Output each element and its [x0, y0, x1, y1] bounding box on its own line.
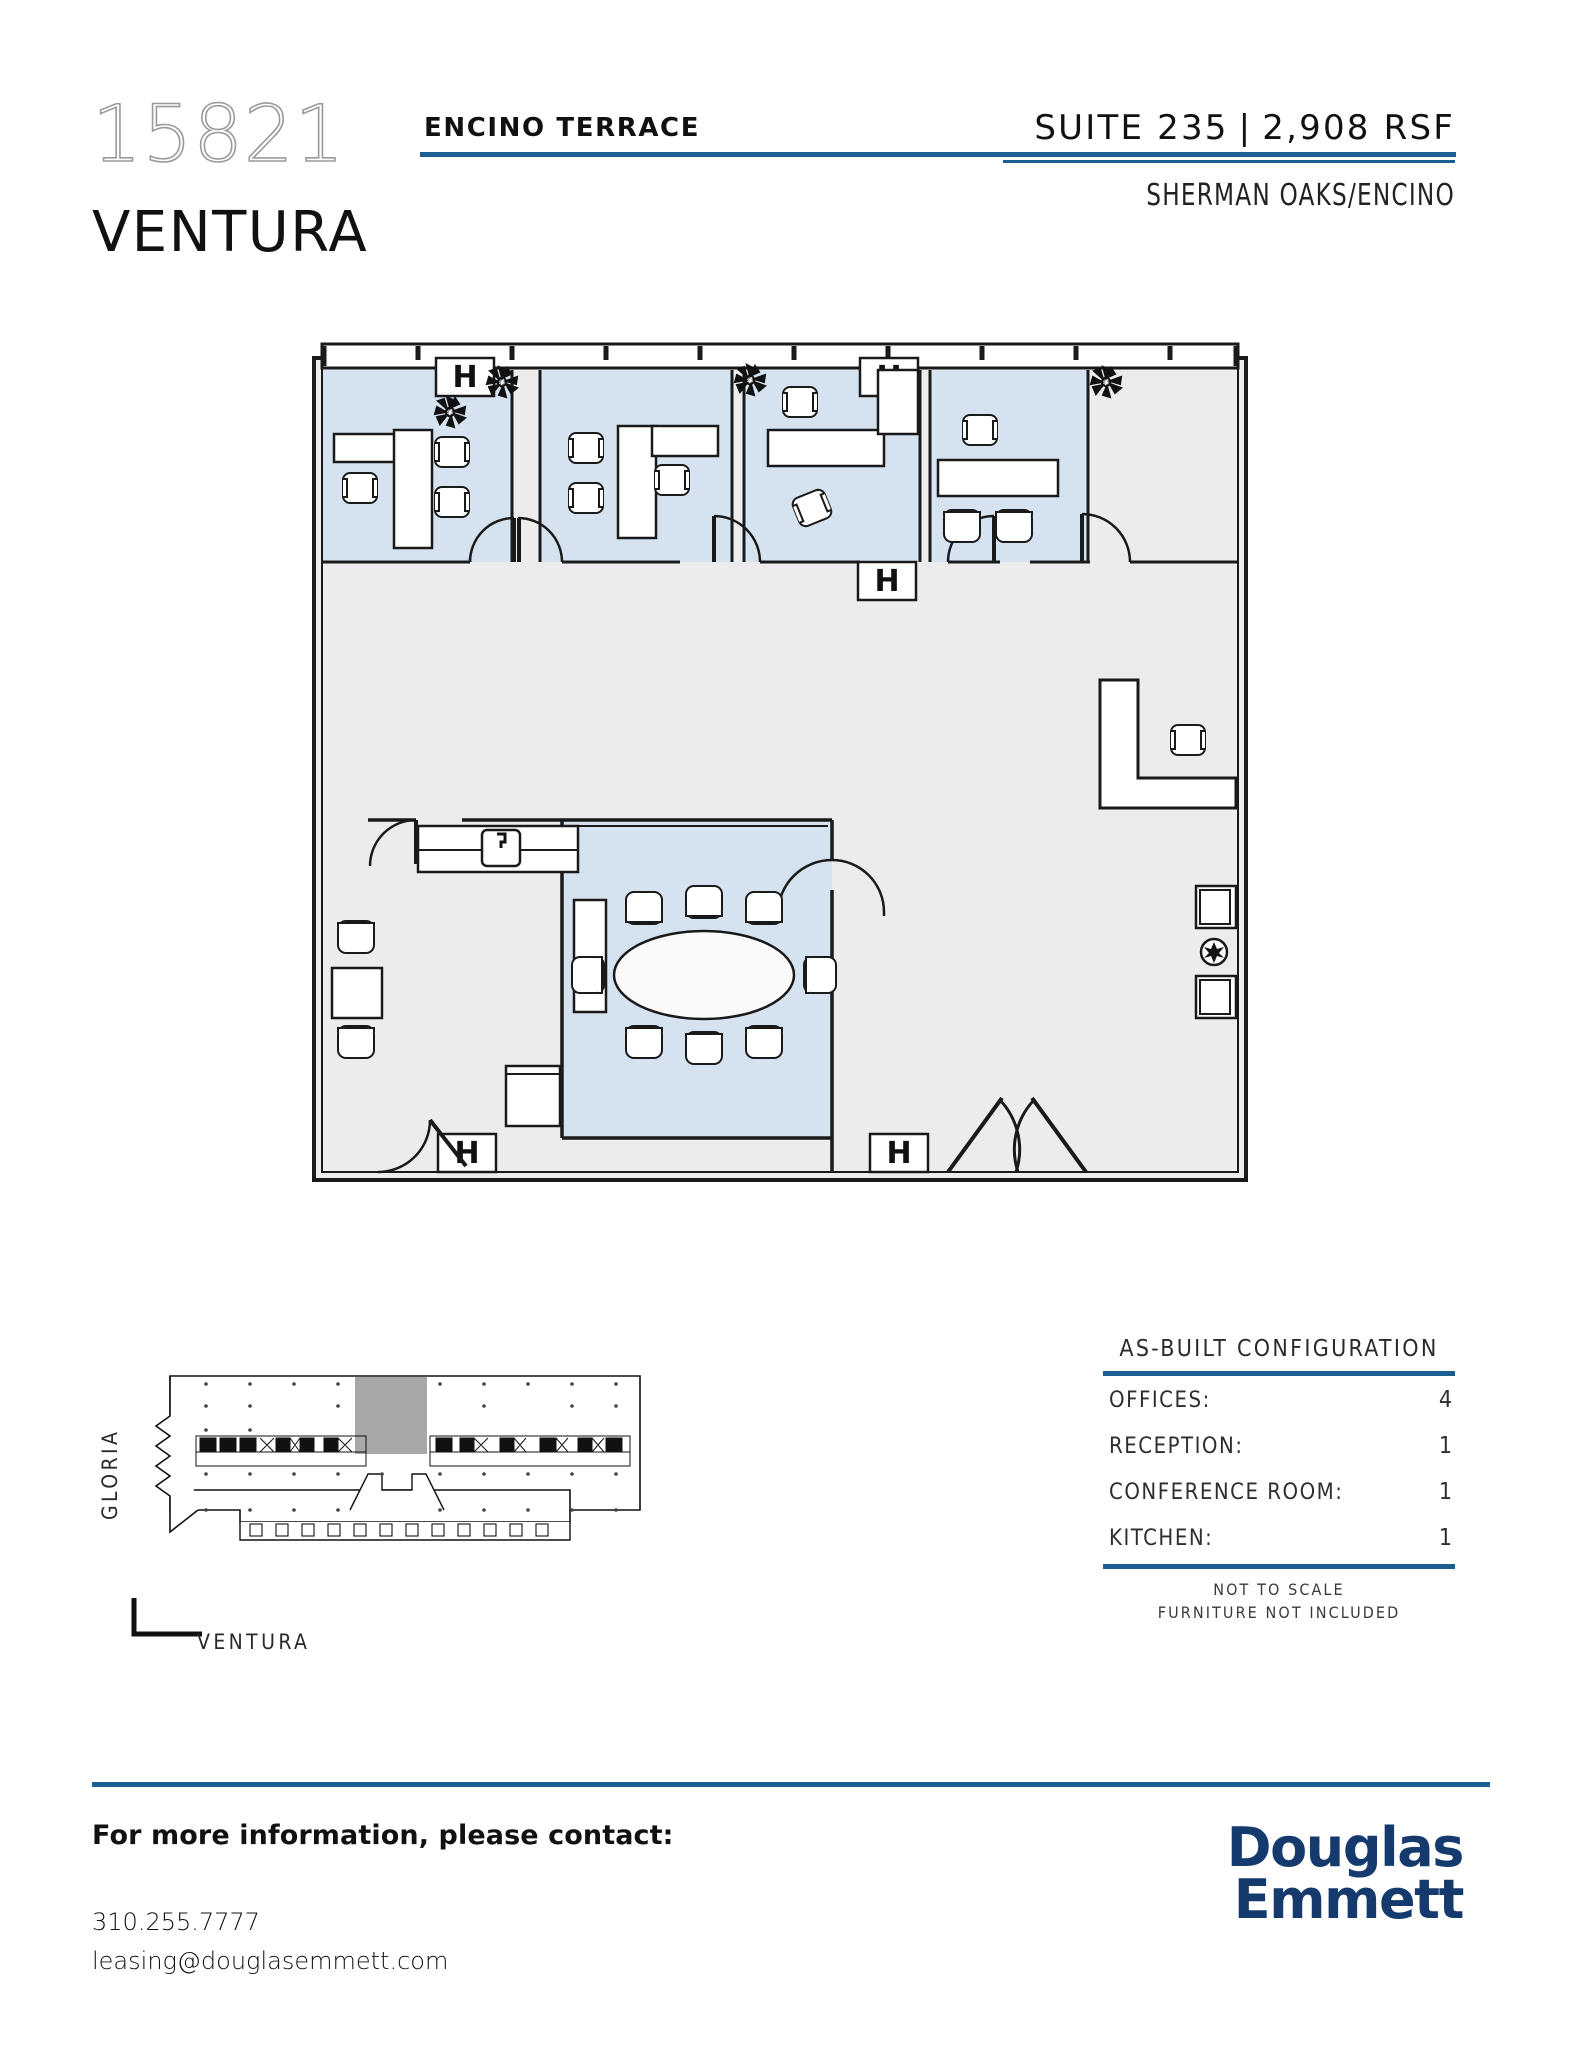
chair-icon	[1170, 724, 1206, 756]
as-built-configuration: AS-BUILT CONFIGURATION OFFICES: 4 RECEPT…	[1103, 1336, 1455, 1624]
key-plan: GLORIA VENTURA	[98, 1360, 800, 1660]
chair-icon	[685, 885, 723, 919]
keyplan-units	[195, 1435, 631, 1467]
page-header: 15821 VENTURA ENCINO TERRACE SUITE 235|2…	[0, 0, 1583, 300]
chair-icon	[745, 891, 783, 925]
svg-text:H: H	[886, 1136, 911, 1171]
config-label: RECEPTION:	[1109, 1434, 1244, 1459]
door-swings	[377, 1119, 432, 1174]
footer-rule	[92, 1782, 1490, 1787]
suite-number: SUITE 235	[1034, 108, 1229, 148]
disclaimer-furniture: FURNITURE NOT INCLUDED	[1157, 1603, 1401, 1623]
workstation	[766, 368, 920, 468]
contact-phone[interactable]: 310.255.7777	[92, 1908, 260, 1936]
floor-plan-drawing: H H H H H	[312, 342, 1248, 1182]
chair-icon	[685, 1031, 723, 1065]
chair-icon	[995, 509, 1033, 543]
keyplan-bays	[249, 1523, 549, 1537]
chair-icon	[654, 464, 690, 496]
wall-cabinet	[1194, 974, 1238, 1020]
contact-heading: For more information, please contact:	[92, 1820, 674, 1851]
contact-email[interactable]: leasing@douglasemmett.com	[92, 1947, 449, 1975]
conference-door[interactable]	[831, 858, 886, 916]
address-number: 15821	[91, 90, 346, 180]
config-rule-bottom	[1103, 1564, 1455, 1569]
chair-icon	[745, 1025, 783, 1059]
suite-summary: SUITE 235|2,908 RSF	[1034, 108, 1455, 148]
workstation	[332, 428, 434, 550]
window-mullions	[321, 346, 1239, 366]
logo-line-2: Emmett	[1233, 1868, 1465, 1932]
suite-separator: |	[1238, 108, 1253, 148]
door-leaves	[428, 1118, 468, 1168]
config-rule-top	[1103, 1371, 1455, 1376]
chair-icon	[625, 891, 663, 925]
chair-icon	[568, 432, 604, 464]
config-value: 1	[1438, 1433, 1452, 1459]
config-row-kitchen: KITCHEN: 1	[1103, 1514, 1455, 1560]
config-value: 1	[1438, 1479, 1452, 1505]
config-row-reception: RECEPTION: 1	[1103, 1422, 1455, 1468]
fixture-icon	[1199, 937, 1229, 967]
door-leaves	[512, 514, 1084, 562]
douglas-emmett-logo: Douglas Emmett	[1226, 1816, 1465, 1932]
chair-icon	[625, 1025, 663, 1059]
street-label-ventura: VENTURA	[197, 1630, 311, 1654]
config-label: OFFICES:	[1109, 1388, 1211, 1413]
h-marker: H	[434, 356, 496, 398]
entry-door-leaves	[946, 1096, 1088, 1174]
workstation	[616, 424, 720, 540]
column-grid	[204, 1382, 618, 1512]
building-name: ENCINO TERRACE	[424, 113, 701, 143]
config-value: 4	[1438, 1387, 1452, 1413]
reception-seating	[330, 920, 384, 1059]
l-workstation	[1098, 678, 1238, 810]
address-street: VENTURA	[92, 200, 369, 265]
header-rule-left	[420, 152, 1456, 157]
suite-rsf: 2,908 RSF	[1262, 108, 1455, 148]
floor-plan: H H H H H	[300, 330, 1260, 1190]
conference-table	[612, 929, 796, 1021]
svg-text:H: H	[452, 360, 477, 395]
chair-icon	[342, 472, 378, 504]
chair-icon	[337, 920, 375, 954]
logo-line-1: Douglas	[1226, 1816, 1465, 1879]
wall-cabinet	[1194, 884, 1238, 930]
orientation-corner-marker	[131, 1598, 202, 1637]
header-rule-right	[1003, 160, 1455, 163]
disclaimer-not-to-scale: NOT TO SCALE	[1213, 1580, 1345, 1599]
chair-icon	[434, 486, 470, 518]
config-title: AS-BUILT CONFIGURATION	[1119, 1336, 1439, 1362]
config-disclaimer: NOT TO SCALE FURNITURE NOT INCLUDED	[1103, 1569, 1455, 1624]
chair-icon	[782, 386, 818, 418]
chair-icon	[568, 482, 604, 514]
config-label: CONFERENCE ROOM:	[1109, 1480, 1344, 1505]
config-value: 1	[1438, 1525, 1452, 1551]
chair-icon	[943, 509, 981, 543]
office-partitions	[322, 370, 1238, 564]
chair-icon	[803, 956, 837, 994]
chair-icon	[962, 414, 998, 446]
svg-text:H: H	[874, 564, 899, 599]
chair-icon	[337, 1025, 375, 1059]
workstation	[936, 458, 1060, 498]
sink-icon	[480, 828, 522, 868]
config-row-offices: OFFICES: 4	[1103, 1376, 1455, 1422]
h-marker: H	[856, 560, 918, 602]
chair-icon	[571, 956, 605, 994]
h-marker: H	[868, 1132, 930, 1174]
street-label-gloria: GLORIA	[98, 1428, 122, 1520]
chair-icon	[434, 436, 470, 468]
config-row-conference-room: CONFERENCE ROOM: 1	[1103, 1468, 1455, 1514]
submarket-label: SHERMAN OAKS/ENCINO	[1146, 178, 1455, 213]
storage-unit	[504, 1064, 562, 1128]
suite-location-highlight	[355, 1377, 427, 1454]
config-label: KITCHEN:	[1109, 1526, 1214, 1551]
key-plan-drawing	[154, 1375, 641, 1541]
